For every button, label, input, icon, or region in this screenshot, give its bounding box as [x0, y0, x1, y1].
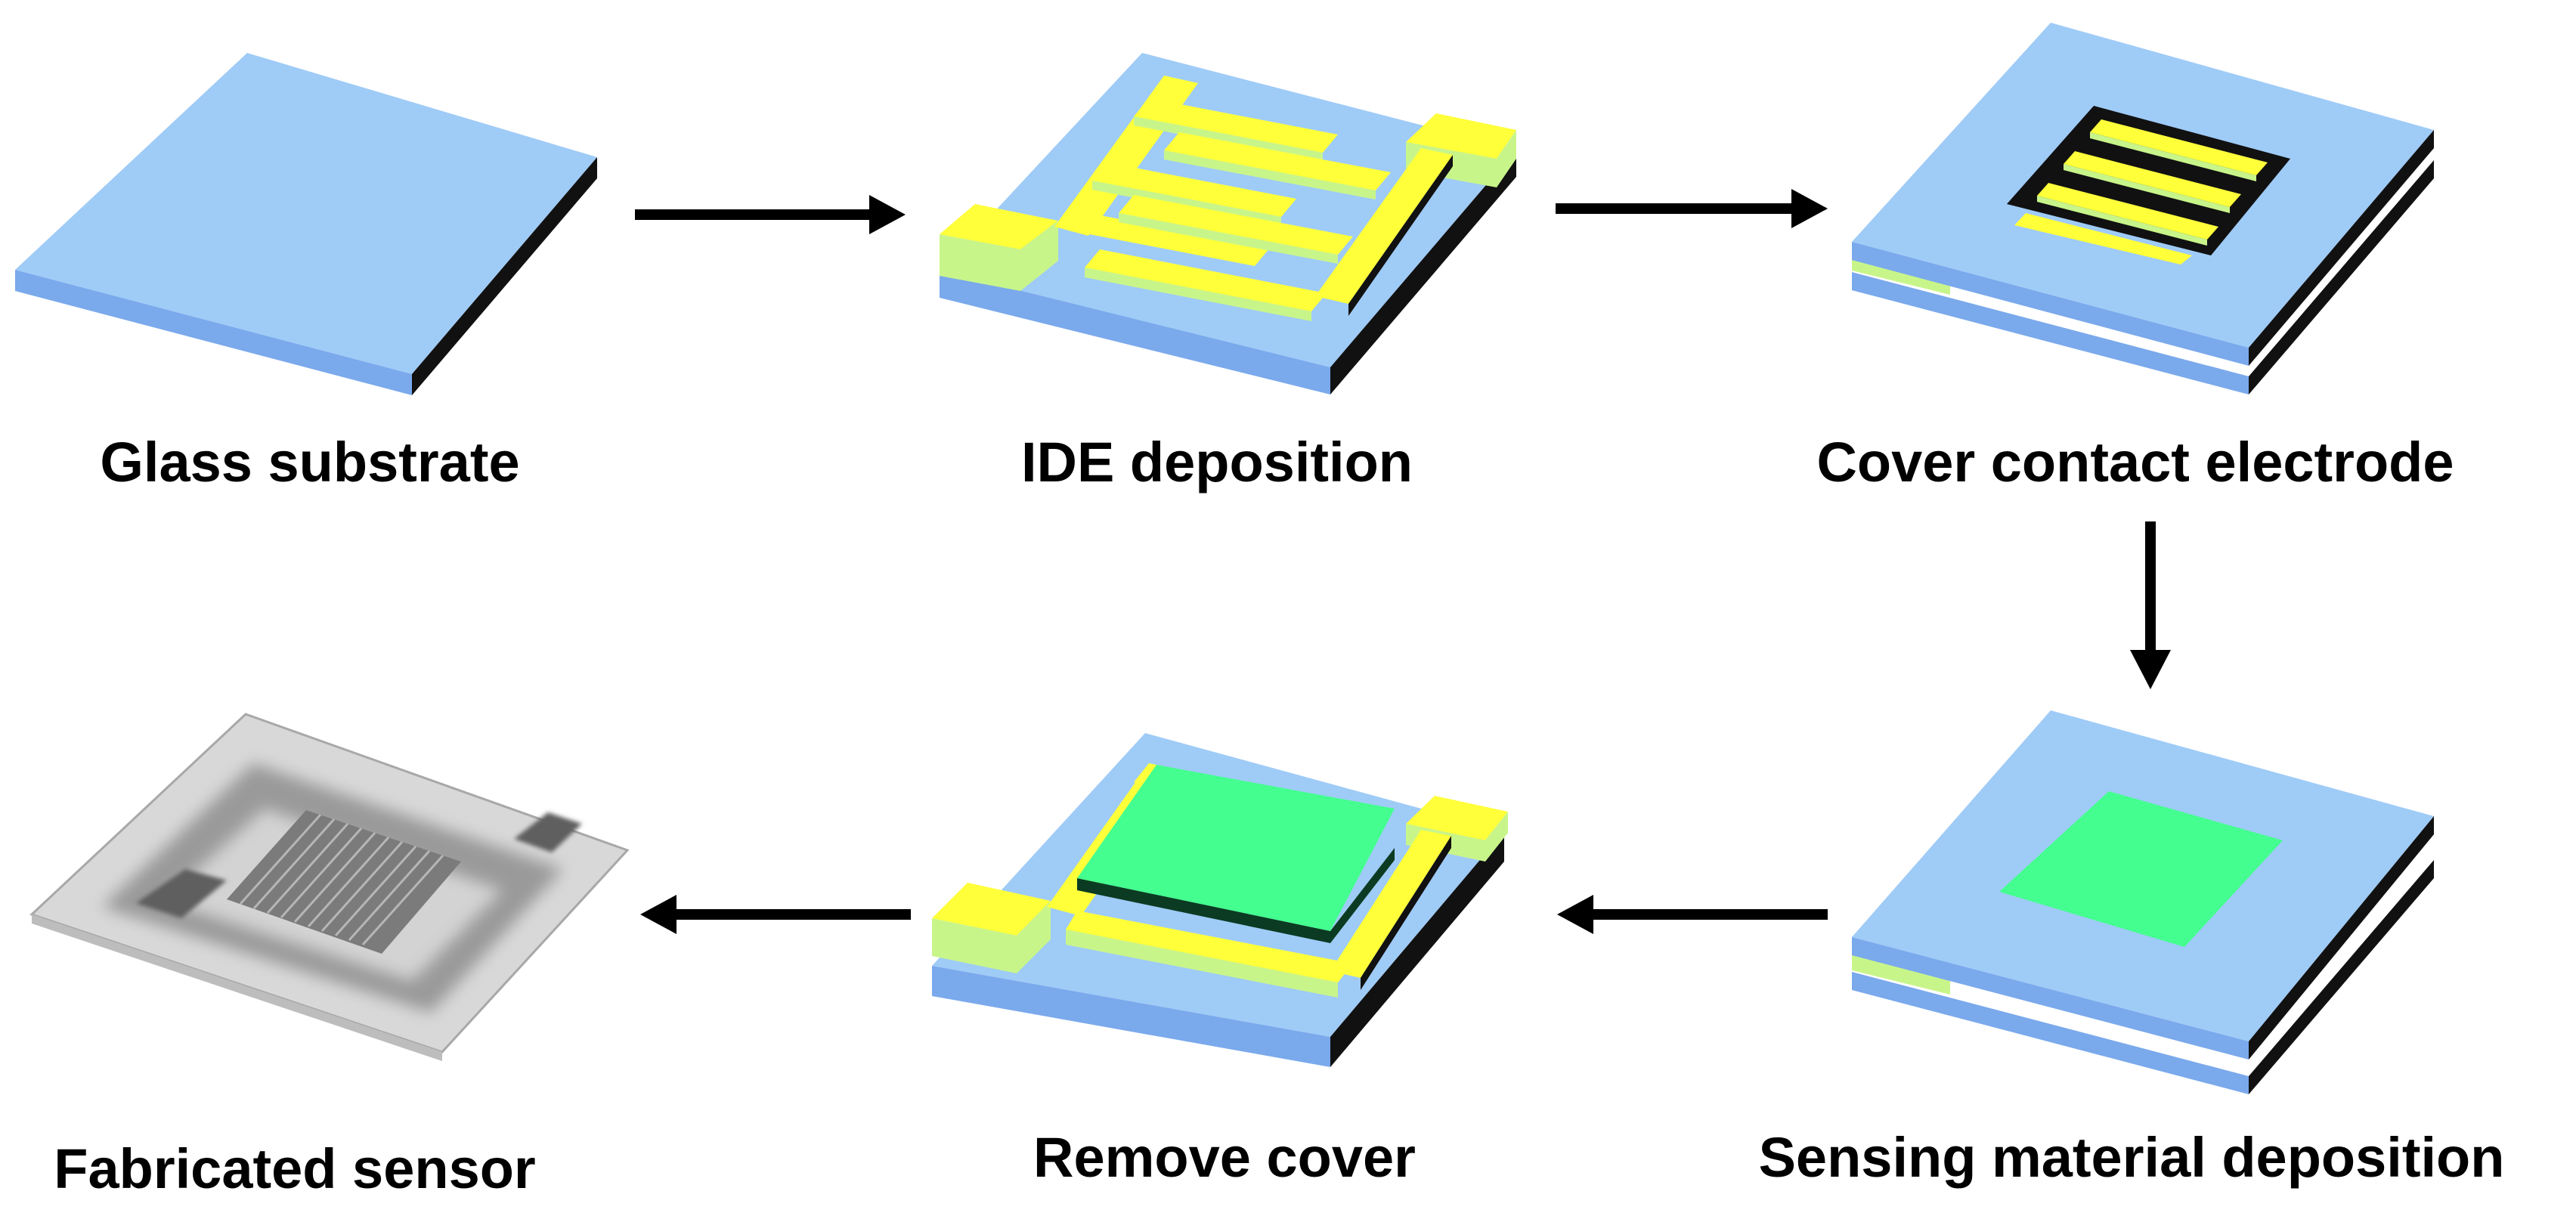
cover-left-face [1852, 242, 2249, 366]
label-sensing-material-deposition: Sensing material deposition [1758, 1126, 2505, 1189]
interdigitated-electrode [940, 76, 1516, 321]
cover-left-face [1852, 937, 2249, 1060]
label-glass-substrate: Glass substrate [100, 431, 520, 493]
exposed-electrode-fingers [2014, 119, 2268, 265]
label-remove-cover: Remove cover [1033, 1126, 1416, 1189]
step-fabricated-sensor-illustration [29, 713, 630, 1061]
label-cover-contact-electrode: Cover contact electrode [1816, 431, 2454, 493]
step-glass-substrate-illustration [15, 53, 597, 395]
substrate-left-face [932, 966, 1330, 1067]
sensing-block-top [1077, 765, 1395, 931]
arrow-down [2130, 521, 2171, 689]
step-sensing-material-deposition-illustration [1852, 710, 2434, 1094]
step-remove-cover-illustration [932, 733, 1508, 1067]
substrate-right-face [2249, 860, 2434, 1094]
substrate-right-face [1330, 150, 1516, 394]
label-fabricated-sensor: Fabricated sensor [54, 1137, 536, 1200]
substrate-right-face [1330, 831, 1504, 1067]
substrate-top-face [15, 53, 597, 374]
sensing-material-layer [1999, 791, 2283, 947]
electrode-with-sensing-layer [932, 763, 1508, 998]
arrow-left-1 [1557, 895, 1828, 934]
cover-right-face [2249, 816, 2434, 1060]
cover-right-face [2249, 130, 2434, 366]
substrate-left-face [1852, 972, 2249, 1094]
substrate-left-face [1852, 272, 2249, 394]
substrate-right-face [2249, 160, 2434, 394]
substrate-left-face [15, 270, 412, 395]
label-ide-deposition: IDE deposition [1021, 431, 1413, 493]
arrow-right-2 [1556, 189, 1828, 228]
arrow-right-1 [635, 195, 906, 234]
substrate-left-face [940, 271, 1330, 394]
sensing-block-side-right [1330, 848, 1395, 943]
substrate-right-face [412, 157, 597, 395]
step-ide-deposition-illustration [940, 53, 1516, 394]
step-cover-contact-electrode-illustration [1852, 23, 2434, 394]
arrow-left-2 [640, 895, 911, 934]
sensing-block-side-left [1077, 878, 1330, 943]
sensor-electrode-pattern [136, 810, 582, 954]
